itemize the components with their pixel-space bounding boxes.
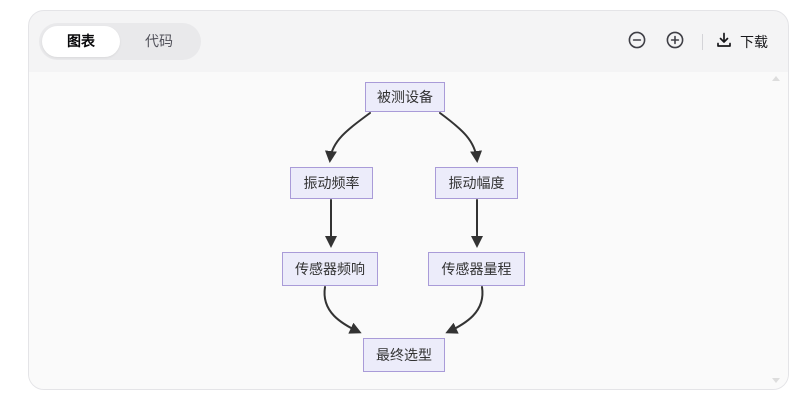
flowchart-node-sensor-frequency-response: 传感器频响 — [282, 252, 378, 286]
zoom-in-icon — [665, 30, 685, 53]
zoom-out-button[interactable] — [622, 27, 652, 57]
edge-D-F — [323, 286, 362, 334]
flowchart-node-final-selection: 最终选型 — [363, 338, 445, 372]
tab-code[interactable]: 代码 — [120, 26, 198, 57]
flowchart-edges — [323, 112, 484, 334]
flowchart-node-vibration-frequency: 振动频率 — [290, 167, 373, 199]
flowchart-node-device-under-test: 被测设备 — [365, 82, 445, 112]
diagram-widget-card: 图表 代码 — [28, 10, 789, 390]
edge-E-F — [445, 286, 484, 334]
flowchart-node-sensor-range: 传感器量程 — [428, 252, 525, 286]
widget-header: 图表 代码 — [29, 11, 788, 72]
edge-A-B — [324, 112, 371, 163]
scroll-up-indicator[interactable] — [772, 76, 780, 81]
zoom-in-button[interactable] — [660, 27, 690, 57]
toolbar-divider — [702, 33, 703, 50]
download-button[interactable]: 下载 — [713, 27, 770, 56]
download-icon — [715, 31, 733, 52]
edge-A-C — [439, 112, 483, 163]
toolbar: 下载 — [614, 27, 770, 57]
tab-group: 图表 代码 — [39, 23, 201, 60]
zoom-out-icon — [627, 30, 647, 53]
tab-chart[interactable]: 图表 — [42, 26, 120, 57]
flowchart-node-vibration-amplitude: 振动幅度 — [435, 167, 518, 199]
diagram-panel: 被测设备 振动频率 振动幅度 传感器频响 传感器量程 最终选型 — [29, 72, 788, 389]
scroll-down-indicator[interactable] — [772, 378, 780, 383]
download-label: 下载 — [740, 33, 768, 50]
